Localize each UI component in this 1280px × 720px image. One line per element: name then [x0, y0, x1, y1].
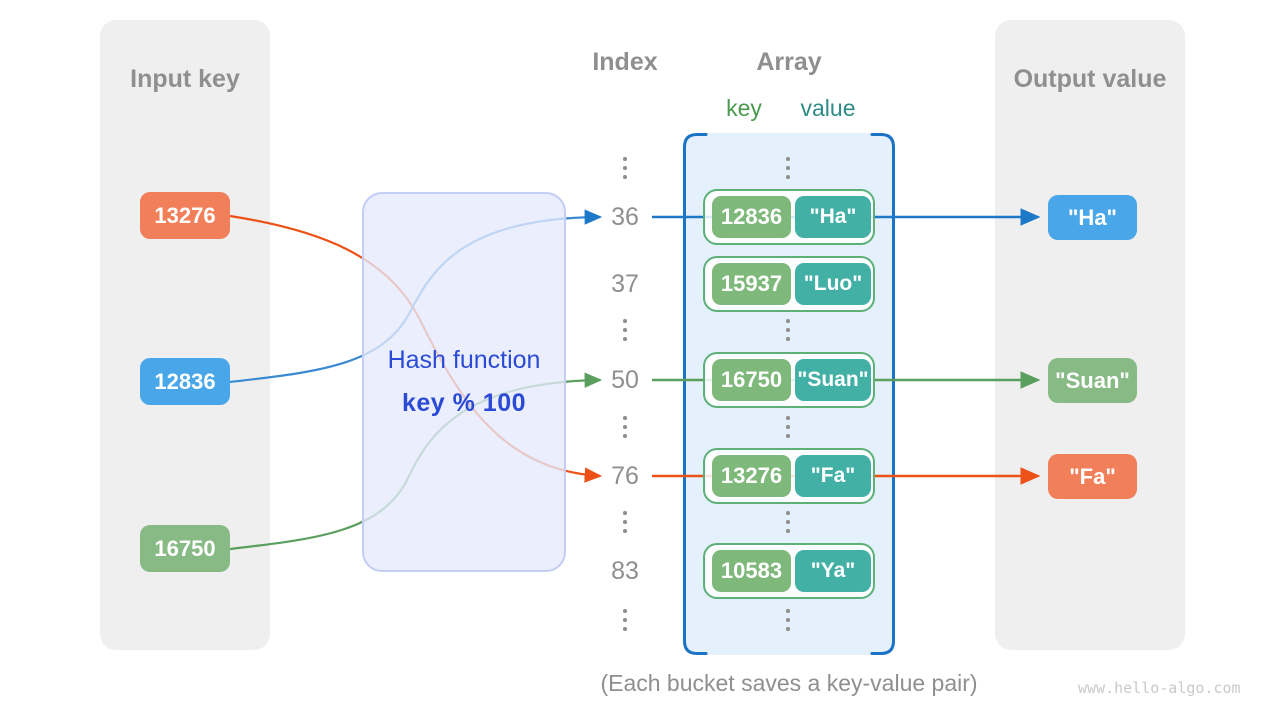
bucket-key: 12836 — [712, 196, 791, 238]
output-value-box: "Suan" — [1048, 358, 1137, 403]
ellipsis-icon — [623, 609, 627, 631]
bucket-row: 16750 "Suan" — [703, 352, 875, 408]
output-value-box: "Ha" — [1048, 195, 1137, 240]
index-column-header: Index — [592, 48, 658, 76]
bucket-value: "Ha" — [795, 196, 871, 238]
ellipsis-icon — [623, 319, 627, 341]
input-key-title: Input key — [130, 65, 240, 93]
index-label: 36 — [611, 203, 639, 231]
ellipsis-icon — [623, 157, 627, 179]
key-header: key — [726, 95, 762, 121]
ellipsis-icon — [623, 416, 627, 438]
hash-function-formula: key % 100 — [401, 389, 527, 417]
bucket-value: "Ya" — [795, 550, 871, 592]
bucket-value: "Fa" — [795, 455, 871, 497]
bucket-key: 13276 — [712, 455, 791, 497]
bucket-value: "Suan" — [795, 359, 871, 401]
bucket-key: 16750 — [712, 359, 791, 401]
array-column-header: Array — [756, 48, 822, 76]
input-key-box: 13276 — [140, 192, 230, 239]
ellipsis-icon — [786, 511, 790, 533]
output-value-box: "Fa" — [1048, 454, 1137, 499]
value-header: value — [800, 95, 856, 121]
output-value-title: Output value — [1013, 65, 1167, 93]
index-label: 37 — [611, 270, 639, 298]
bucket-key: 15937 — [712, 263, 791, 305]
caption: (Each bucket saves a key-value pair) — [600, 670, 978, 696]
bucket-row: 12836 "Ha" — [703, 189, 875, 245]
ellipsis-icon — [786, 609, 790, 631]
input-key-box: 12836 — [140, 358, 230, 405]
bucket-row: 15937 "Luo" — [703, 256, 875, 312]
watermark: www.hello-algo.com — [1078, 679, 1241, 697]
bucket-row: 13276 "Fa" — [703, 448, 875, 504]
index-label: 76 — [611, 462, 639, 490]
hash-function-box: Hash function key % 100 — [362, 192, 566, 572]
output-value-panel: Output value — [995, 20, 1185, 650]
ellipsis-icon — [786, 416, 790, 438]
bucket-row: 10583 "Ya" — [703, 543, 875, 599]
input-key-box: 16750 — [140, 525, 230, 572]
ellipsis-icon — [786, 157, 790, 179]
index-label: 50 — [611, 366, 639, 394]
bucket-key: 10583 — [712, 550, 791, 592]
ellipsis-icon — [786, 319, 790, 341]
ellipsis-icon — [623, 511, 627, 533]
hash-function-title: Hash function — [387, 346, 541, 374]
bucket-value: "Luo" — [795, 263, 871, 305]
index-label: 83 — [611, 557, 639, 585]
